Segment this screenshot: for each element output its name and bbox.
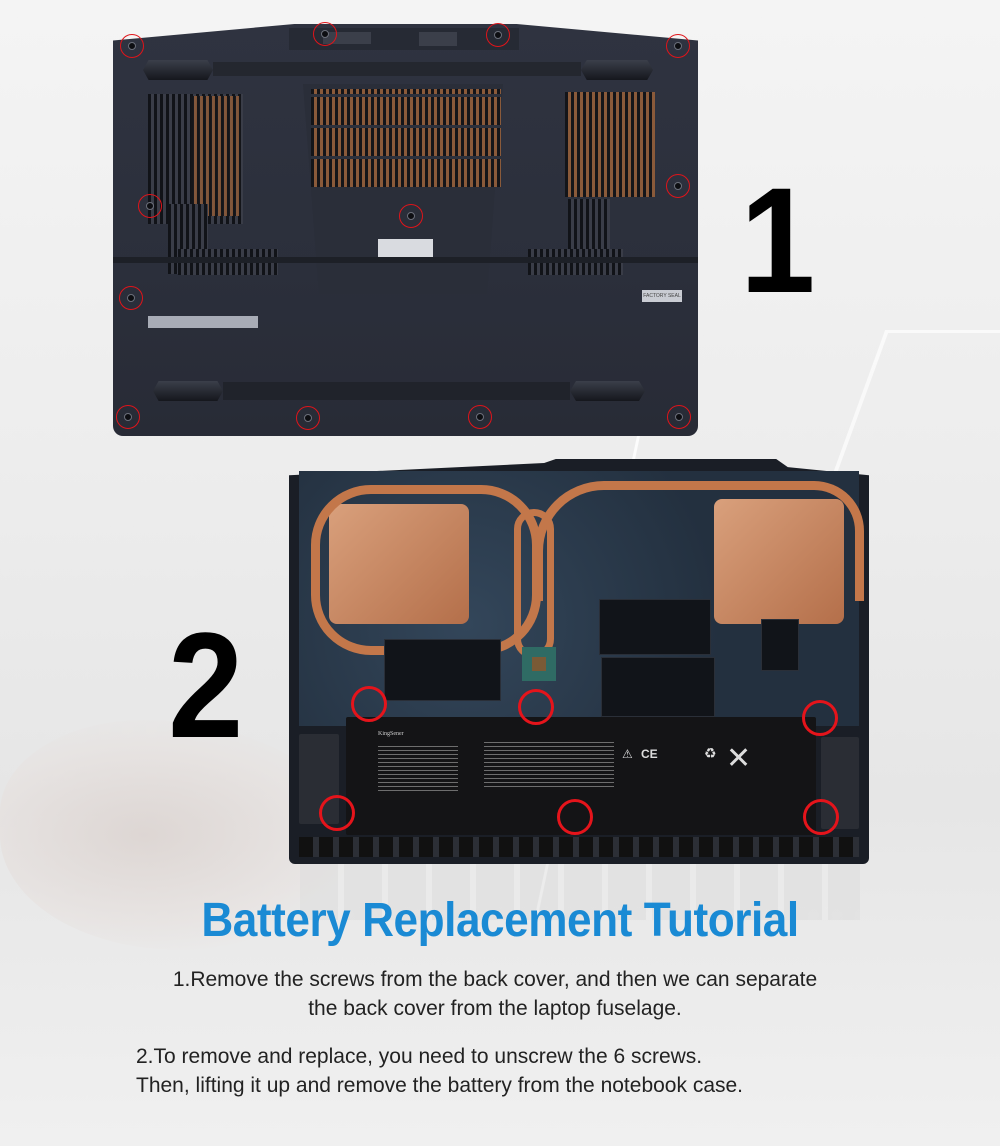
wifi-card (761, 619, 799, 671)
battery-spec-text (378, 743, 458, 791)
instruction-step-1: 1.Remove the screws from the back cover,… (0, 965, 990, 1023)
factory-seal-sticker: FACTORY SEAL (642, 290, 682, 302)
vent-right-fan (565, 92, 655, 197)
crossed-bin-icon: ✕ (726, 742, 752, 775)
vent-center-grid (311, 89, 501, 187)
screw-circle-top-left (120, 34, 144, 58)
bottom-rail (299, 837, 859, 857)
rubber-foot-top-left (143, 60, 213, 80)
screw-circle-top-center-right (486, 23, 510, 47)
center-heatpipe (514, 509, 554, 659)
photo-laptop-back-cover: FACTORY SEAL (113, 22, 698, 436)
rubber-foot-bottom-right (570, 381, 645, 401)
left-heatpipe (311, 485, 541, 655)
screw-circle-top-right (666, 34, 690, 58)
serial-barcode-label (148, 316, 258, 328)
instruction-step-2-line-1: 2.To remove and replace, you need to uns… (136, 1045, 703, 1068)
screw-circle-left-lower (119, 286, 143, 310)
panel-seam (113, 257, 698, 263)
vent-left-fan (191, 96, 241, 216)
step-number-1: 1 (740, 156, 816, 324)
recycle-icon: ♻ (704, 745, 717, 761)
screw-circle-bottom-center-right (468, 405, 492, 429)
instruction-step-2-line-2: Then, lifting it up and remove the batte… (136, 1074, 744, 1097)
top-bar (213, 62, 581, 76)
screw-circle-center (399, 204, 423, 228)
battery-screw-circle-top-left (351, 686, 387, 722)
certification-marks (419, 32, 457, 46)
step-number-2: 2 (168, 601, 244, 769)
battery-caution-text (484, 739, 614, 787)
warning-triangle-icon: ⚠ (622, 747, 633, 761)
rubber-foot-top-right (581, 60, 653, 80)
battery-screw-circle-bottom-right (803, 799, 839, 835)
chipset (522, 647, 556, 681)
screw-circle-bottom-center-left (296, 406, 320, 430)
instruction-step-2: 2.To remove and replace, you need to uns… (136, 1042, 896, 1100)
ram-module-bottom (601, 657, 715, 717)
photo-laptop-internals: KingSener ⚠ CE ♻ ✕ (289, 459, 869, 864)
battery-brand-label: KingSener (378, 731, 404, 737)
instruction-step-1-line-2: the back cover from the laptop fuselage. (308, 997, 682, 1020)
right-heatpipe (534, 481, 864, 601)
page-title: Battery Replacement Tutorial (201, 894, 799, 947)
rubber-foot-bottom-left (153, 381, 223, 401)
instruction-step-1-line-1: 1.Remove the screws from the back cover,… (172, 968, 818, 991)
ssd-module (384, 639, 501, 701)
background-keyboard (300, 860, 860, 920)
screw-circle-top-center-left (313, 22, 337, 46)
battery-screw-circle-bottom-left (319, 795, 355, 831)
screw-circle-right-middle (666, 174, 690, 198)
center-label (378, 239, 433, 259)
ram-module-top (599, 599, 711, 655)
battery-screw-circle-bottom-center (557, 799, 593, 835)
battery-screw-circle-top-center (518, 689, 554, 725)
screw-circle-left-middle (138, 194, 162, 218)
screw-circle-bottom-right (667, 405, 691, 429)
ce-mark-icon: CE (641, 747, 658, 761)
bottom-bar (223, 382, 570, 400)
screw-circle-bottom-left (116, 405, 140, 429)
battery-screw-circle-top-right (802, 700, 838, 736)
